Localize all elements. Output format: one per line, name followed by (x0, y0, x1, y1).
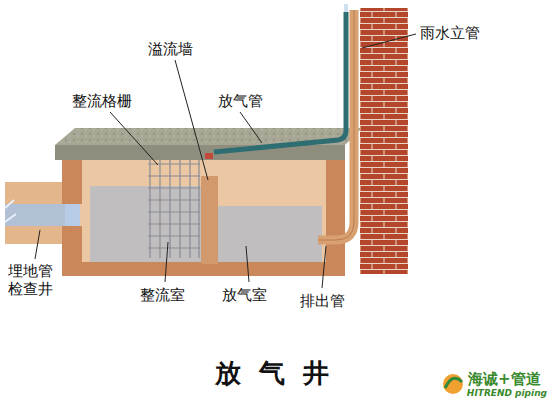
vent-air (344, 4, 348, 12)
callout-label: 放气管 (218, 92, 263, 110)
diagram-title: 放气井 (215, 356, 348, 391)
logo-mark (445, 378, 462, 388)
callout-label: 整流格栅 (72, 92, 132, 110)
overflow-wall (201, 176, 218, 264)
rain-pipe-edge (318, 10, 354, 240)
brick-wall (360, 8, 408, 274)
leader-lines (35, 34, 416, 288)
callout-label: 整流室 (140, 286, 185, 304)
chamber-back-wall (80, 160, 328, 264)
rain-pipe (318, 10, 354, 240)
buried-pipe (5, 204, 85, 226)
vent-inlet (205, 153, 213, 159)
left-wall (62, 160, 82, 204)
watermark: 海诚+管道 (468, 370, 541, 388)
callout-label: 雨水立管 (420, 24, 480, 42)
water-flow (5, 200, 16, 222)
callout-label: 排出管 (300, 292, 345, 310)
watermark: HITREND piping (467, 388, 547, 399)
base-slab (62, 262, 345, 276)
callout-label: 放气室 (222, 286, 267, 304)
callout-label: 溢流墙 (148, 40, 193, 58)
vent-water (218, 206, 322, 262)
callout-label: 埋地管 检查井 (8, 262, 59, 298)
grating (148, 152, 200, 258)
right-wall (326, 160, 345, 276)
vent-pipe (214, 12, 346, 152)
logo-mark (443, 374, 463, 394)
